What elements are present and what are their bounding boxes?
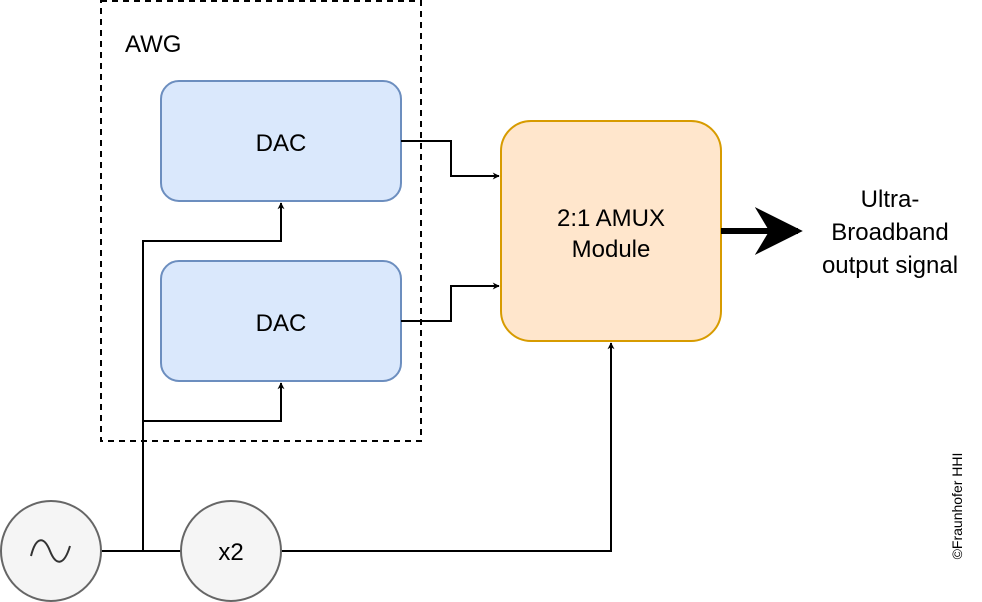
- output-label-line3: output signal: [822, 252, 958, 279]
- dac-block-bottom[interactable]: DAC: [160, 260, 402, 382]
- amux-module-block[interactable]: 2:1 AMUX Module: [500, 120, 722, 342]
- output-label-line1: Ultra-: [861, 186, 920, 213]
- dac-top-label: DAC: [256, 130, 307, 157]
- oscillator-source[interactable]: [0, 500, 102, 602]
- output-label-line2: Broadband: [831, 219, 948, 246]
- copyright-text: ©Fraunhofer HHI: [949, 453, 965, 560]
- connector-dac-bottom-to-amux: [401, 282, 500, 322]
- frequency-doubler[interactable]: x2: [180, 500, 282, 602]
- dac-block-top[interactable]: DAC: [160, 80, 402, 202]
- amux-label-line2: Module: [572, 236, 651, 263]
- connector-dac-top-to-amux: [401, 140, 500, 180]
- doubler-label: x2: [218, 539, 243, 566]
- connector-clock-to-dac-top: [142, 202, 285, 551]
- amux-label-line1: 2:1 AMUX: [557, 205, 665, 232]
- dac-bottom-label: DAC: [256, 310, 307, 337]
- awg-label: AWG: [125, 31, 181, 58]
- connector-doubler-to-amux: [281, 342, 615, 552]
- sine-wave-icon: [30, 539, 71, 563]
- connector-clock-to-dac-bottom: [143, 382, 285, 422]
- awg-group-border: [100, 0, 422, 442]
